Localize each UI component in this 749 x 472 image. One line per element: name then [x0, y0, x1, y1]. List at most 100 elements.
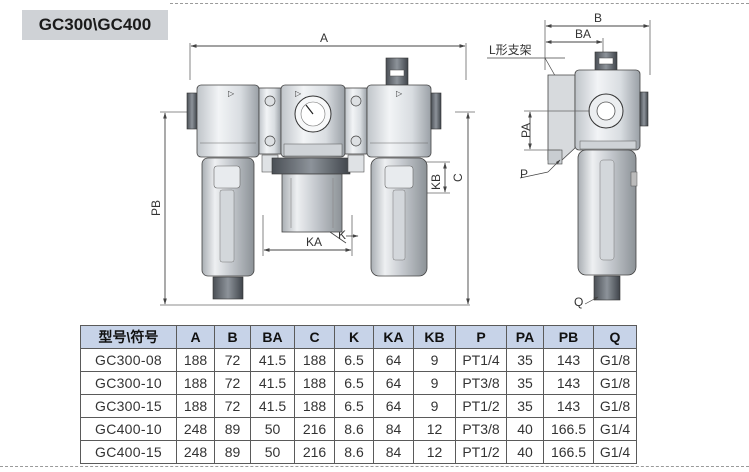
- dim-label-ka: KA: [306, 235, 322, 249]
- dim-label-q: Q: [574, 295, 583, 309]
- cell-k: 8.6: [334, 440, 374, 464]
- col-header-model: 型号\符号: [80, 325, 177, 349]
- col-header-kb: KB: [413, 325, 456, 349]
- cell-a: 248: [176, 417, 215, 441]
- cell-p: PT3/8: [455, 371, 507, 395]
- cell-kb: 9: [413, 348, 456, 372]
- col-header-ba: BA: [250, 325, 295, 349]
- cell-a: 188: [176, 371, 215, 395]
- dim-label-b: B: [594, 11, 602, 25]
- cell-pa: 35: [506, 348, 544, 372]
- cell-b: 72: [214, 394, 251, 418]
- cell-pb: 143: [543, 348, 594, 372]
- cell-ka: 84: [373, 417, 414, 441]
- cell-model: GC300-15: [80, 394, 177, 418]
- cell-b: 89: [214, 440, 251, 464]
- cell-pb: 166.5: [543, 417, 594, 441]
- cell-ka: 64: [373, 348, 414, 372]
- col-header-ka: KA: [373, 325, 414, 349]
- col-header-a: A: [176, 325, 215, 349]
- cell-c: 188: [294, 348, 335, 372]
- dim-label-kb: KB: [429, 174, 443, 190]
- cell-ba: 41.5: [250, 371, 295, 395]
- cell-pa: 35: [506, 394, 544, 418]
- side-view: B BA L形支架 PA P: [487, 11, 651, 309]
- cell-q: G1/8: [593, 371, 637, 395]
- cell-q: G1/8: [593, 348, 637, 372]
- cell-q: G1/4: [593, 440, 637, 464]
- col-header-pa: PA: [506, 325, 544, 349]
- cell-c: 216: [294, 440, 335, 464]
- cell-b: 89: [214, 417, 251, 441]
- cell-model: GC300-08: [80, 348, 177, 372]
- cell-kb: 12: [413, 440, 456, 464]
- svg-text:▷: ▷: [295, 89, 302, 98]
- cell-ba: 50: [250, 417, 295, 441]
- cell-a: 248: [176, 440, 215, 464]
- col-header-pb: PB: [543, 325, 594, 349]
- cell-c: 216: [294, 417, 335, 441]
- front-view: A PB C KB KA K ▷: [149, 31, 475, 306]
- cell-pa: 40: [506, 440, 544, 464]
- cell-k: 6.5: [334, 394, 374, 418]
- col-header-k: K: [334, 325, 374, 349]
- svg-text:▷: ▷: [396, 89, 403, 98]
- cell-ka: 64: [373, 394, 414, 418]
- svg-text:▷: ▷: [228, 89, 235, 98]
- dim-label-ba: BA: [575, 27, 591, 41]
- cell-b: 72: [214, 348, 251, 372]
- model-tag: GC300\GC400: [22, 10, 168, 40]
- cell-c: 188: [294, 394, 335, 418]
- col-header-c: C: [294, 325, 335, 349]
- cell-ba: 41.5: [250, 348, 295, 372]
- cell-a: 188: [176, 394, 215, 418]
- cell-pa: 35: [506, 371, 544, 395]
- bottom-dashed-divider: [0, 466, 749, 467]
- cell-ka: 84: [373, 440, 414, 464]
- technical-drawing: A PB C KB KA K ▷: [149, 11, 651, 309]
- cell-c: 188: [294, 371, 335, 395]
- col-header-b: B: [214, 325, 251, 349]
- cell-k: 6.5: [334, 371, 374, 395]
- dim-label-pa: PA: [519, 123, 533, 138]
- cell-q: G1/4: [593, 417, 637, 441]
- table-header-row: 型号\符号 A B BA C K KA KB P PA PB Q: [80, 325, 637, 349]
- cell-a: 188: [176, 348, 215, 372]
- dim-label-p: P: [520, 167, 528, 181]
- cell-k: 8.6: [334, 417, 374, 441]
- dim-label-a: A: [320, 31, 328, 45]
- dim-label-pb: PB: [149, 200, 163, 216]
- cell-ba: 41.5: [250, 394, 295, 418]
- cell-p: PT3/8: [455, 417, 507, 441]
- cell-k: 6.5: [334, 348, 374, 372]
- col-header-q: Q: [593, 325, 637, 349]
- cell-p: PT1/2: [455, 440, 507, 464]
- cell-pb: 143: [543, 371, 594, 395]
- cell-b: 72: [214, 371, 251, 395]
- cell-p: PT1/4: [455, 348, 507, 372]
- cell-pa: 40: [506, 417, 544, 441]
- cell-kb: 9: [413, 394, 456, 418]
- dim-label-k: K: [338, 228, 346, 242]
- cell-model: GC300-10: [80, 371, 177, 395]
- cell-ba: 50: [250, 440, 295, 464]
- cell-ka: 64: [373, 371, 414, 395]
- spec-table: 型号\符号 A B BA C K KA KB P PA PB Q GC300-0…: [80, 325, 637, 464]
- dim-label-c: C: [451, 173, 465, 182]
- cell-pb: 143: [543, 394, 594, 418]
- bracket-label: L形支架: [489, 43, 532, 57]
- cell-model: GC400-15: [80, 440, 177, 464]
- cell-kb: 12: [413, 417, 456, 441]
- top-dashed-divider: [170, 3, 749, 4]
- col-header-p: P: [455, 325, 507, 349]
- cell-p: PT1/2: [455, 394, 507, 418]
- cell-model: GC400-10: [80, 417, 177, 441]
- cell-kb: 9: [413, 371, 456, 395]
- cell-pb: 166.5: [543, 440, 594, 464]
- cell-q: G1/8: [593, 394, 637, 418]
